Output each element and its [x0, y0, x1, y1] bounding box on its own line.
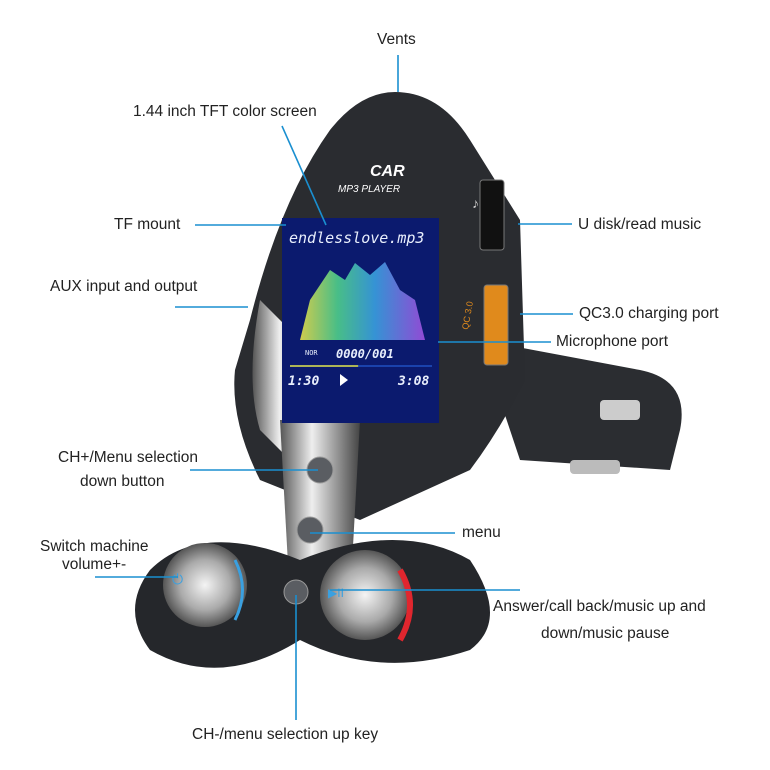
label-ch-minus: CH-/menu selection up key	[192, 726, 379, 743]
label-qc: QC3.0 charging port	[579, 305, 719, 322]
label-u-disk: U disk/read music	[578, 216, 702, 233]
equalizer-bars	[300, 262, 425, 340]
play-pause-icon: ▶II	[328, 586, 344, 600]
label-answer-1: Answer/call back/music up and	[493, 598, 706, 615]
screen-total: 3:08	[397, 374, 429, 389]
label-switch-1: Switch machine	[40, 538, 149, 555]
screen-track: 0000/001	[336, 347, 394, 361]
logo-mp3-player: MP3 PLAYER	[338, 184, 400, 195]
power-icon: ⏻	[172, 571, 183, 587]
label-switch-2: volume+-	[62, 556, 127, 573]
label-answer-2: down/music pause	[541, 625, 670, 642]
label-vents: Vents	[377, 31, 416, 48]
label-menu: menu	[462, 524, 501, 541]
label-ch-plus-1: CH+/Menu selection	[58, 449, 198, 466]
qc-port	[483, 284, 509, 366]
screen-filename: endlesslove.mp3	[289, 229, 424, 247]
screen-eq-mode: NOR	[305, 349, 318, 357]
label-ch-plus-2: down button	[80, 473, 165, 490]
label-aux: AUX input and output	[50, 278, 198, 295]
play-icon	[340, 374, 348, 386]
screen-elapsed: 1:30	[288, 374, 319, 389]
usb-port	[479, 179, 505, 251]
label-mic: Microphone port	[556, 333, 669, 350]
tft-screen: endlesslove.mp3 NOR 0000/001 1:30 3:08	[282, 218, 439, 423]
label-tf-mount: TF mount	[114, 216, 181, 233]
answer-knob[interactable]	[320, 550, 410, 640]
music-note-icon: ♪	[472, 195, 479, 211]
car-plug	[480, 340, 682, 474]
label-screen: 1.44 inch TFT color screen	[133, 103, 317, 120]
qc-port-label: QC 3.0	[460, 301, 475, 331]
leader-lines	[95, 55, 573, 720]
logo-car: CAR	[370, 163, 405, 180]
menu-button[interactable]	[296, 516, 324, 544]
power-volume-knob[interactable]	[163, 543, 247, 627]
